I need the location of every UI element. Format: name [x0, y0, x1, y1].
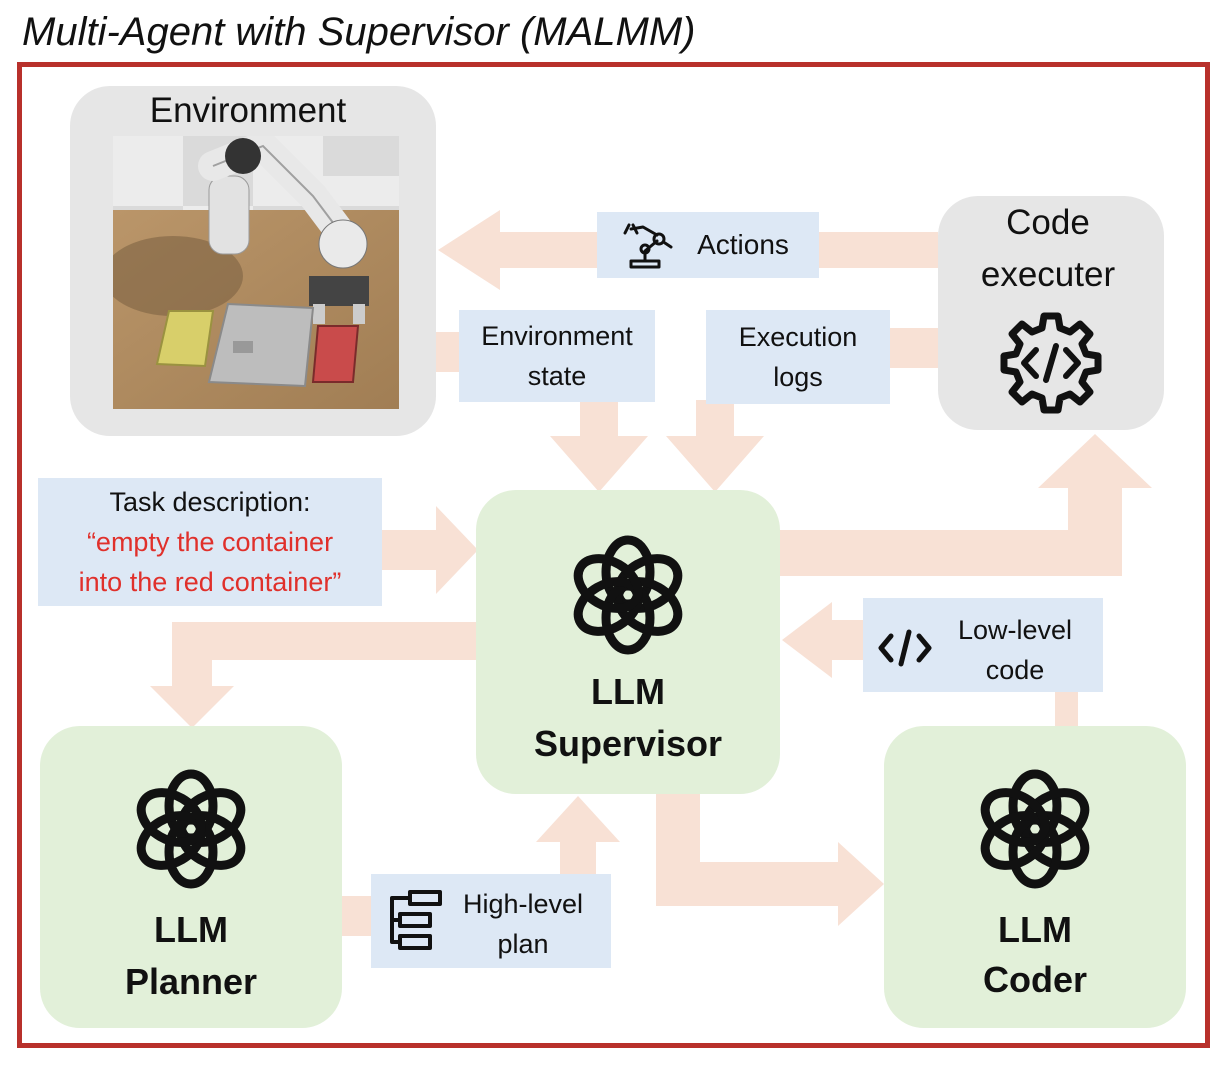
task-description-heading: Task description:: [109, 487, 311, 517]
arrow-task: [382, 506, 478, 594]
coder-openai-knot-icon: [980, 769, 1090, 889]
planner-line2: Planner: [124, 961, 258, 1002]
high-level-line2: plan: [497, 929, 549, 959]
env-state-label: Environment state: [459, 310, 655, 402]
code-gear-icon: [1000, 312, 1102, 414]
planner-line1: LLM: [154, 909, 228, 950]
supervisor-line1: LLM: [591, 671, 665, 712]
actions-text: Actions: [697, 229, 789, 260]
arrow-low-level: [1055, 690, 1078, 730]
code-executer-line2: executer: [980, 255, 1116, 294]
supervisor-line2: Supervisor: [533, 723, 723, 764]
arrow-high-level-feed: [342, 896, 372, 936]
env-state-line1: Environment: [481, 321, 633, 351]
env-state-line2: state: [527, 361, 587, 391]
arrow-to-executer: [778, 434, 1152, 576]
arrow-to-planner: [150, 622, 478, 728]
environment-title: Environment: [149, 91, 347, 130]
coder-line1: LLM: [998, 909, 1072, 950]
code-executer-line1: Code: [1006, 203, 1090, 242]
task-quote-line2: into the red container”: [78, 567, 342, 597]
exec-logs-line1: Execution: [738, 322, 858, 352]
arrow-exec-logs-down: [666, 400, 764, 492]
planner-openai-knot-icon: [136, 769, 246, 889]
exec-logs-line2: logs: [773, 362, 823, 392]
low-level-code-label: [863, 598, 1103, 692]
task-description-label: Task description: “empty the container i…: [38, 478, 382, 606]
arrow-env-state-down: [550, 400, 648, 492]
flowchart-icon: [390, 890, 442, 950]
robot-arm-icon: [623, 223, 673, 269]
supervisor-openai-knot-icon: [573, 535, 683, 655]
code-brackets-icon: [878, 629, 932, 667]
low-level-line2: code: [985, 655, 1045, 685]
low-level-line1: Low-level: [957, 615, 1073, 645]
diagram-title: Multi-Agent with Supervisor (MALMM): [22, 10, 696, 54]
environment-scene-image: [113, 136, 399, 409]
outer-frame: [17, 62, 1210, 1048]
arrow-to-coder: [656, 790, 884, 926]
arrow-low-level-in: [782, 602, 865, 678]
arrow-high-level-up2: [536, 796, 620, 896]
task-quote-line1: “empty the container: [86, 527, 334, 557]
coder-line2: Coder: [982, 959, 1087, 1000]
high-level-plan-label: [371, 874, 611, 968]
high-level-line1: High-level: [462, 889, 584, 919]
exec-logs-label: Execution logs: [706, 310, 890, 404]
